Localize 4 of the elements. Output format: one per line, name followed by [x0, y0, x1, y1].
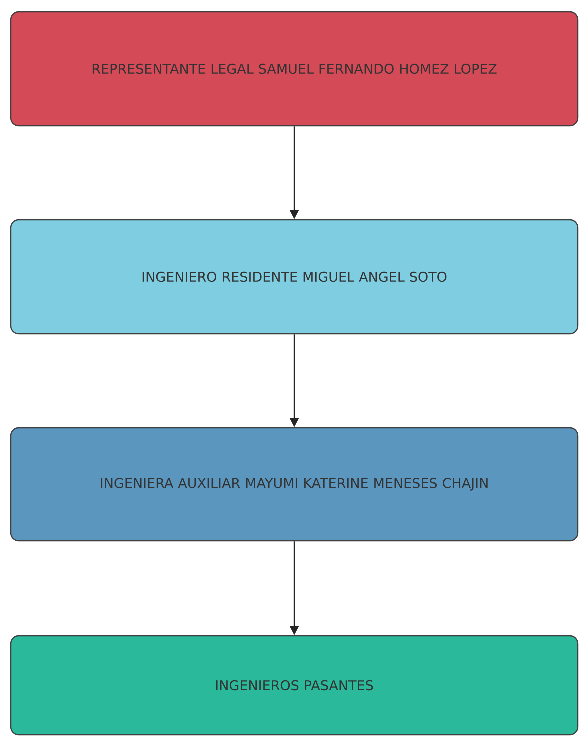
process-box: INGENIERO RESIDENTE MIGUEL ANGEL SOTO — [10, 219, 579, 335]
process-box: INGENIEROS PASANTES — [10, 635, 579, 736]
process-box: REPRESENTANTE LEGAL SAMUEL FERNANDO HOMEZ LOPEZ — [10, 11, 579, 127]
process-box: INGENIERA AUXILIAR MAYUMI KATERINE MENESES CHAJIN — [10, 427, 579, 542]
